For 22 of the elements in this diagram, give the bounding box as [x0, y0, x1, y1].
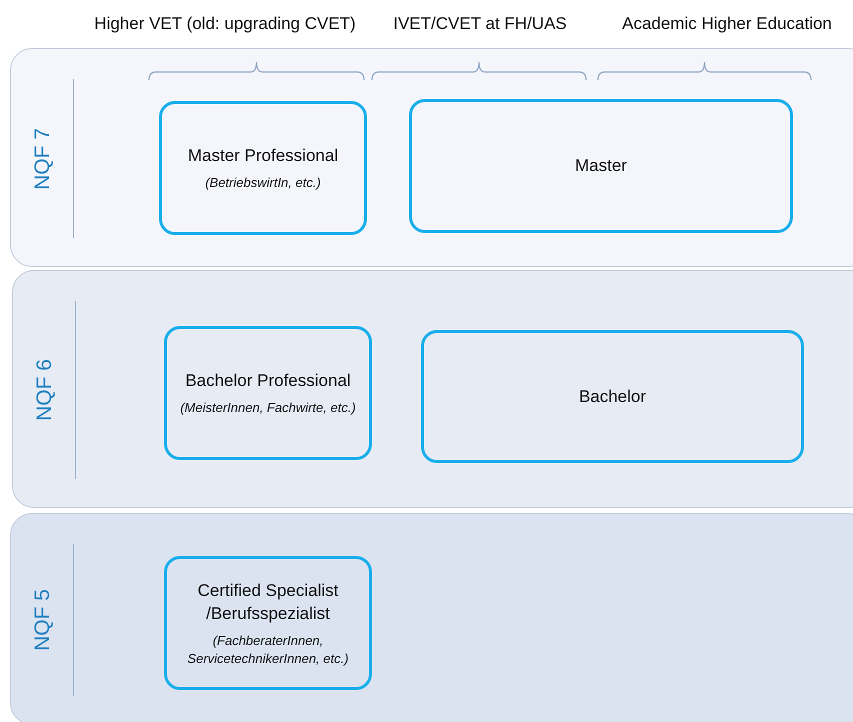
qualification-examples: (MeisterInnen, Fachwirte, etc.)	[180, 399, 356, 417]
qualification-title: Master	[575, 155, 627, 178]
level-band	[10, 513, 853, 722]
qualification-title: Certified Specialist /Berufsspezialist	[196, 580, 340, 626]
qualification-box	[159, 101, 367, 235]
qualification-box	[164, 556, 372, 690]
qualification-box	[421, 330, 804, 463]
level-label: NQF 7	[30, 128, 55, 190]
column-heading: Academic Higher Education	[622, 14, 832, 34]
level-band	[12, 270, 853, 508]
qualification-title: Bachelor Professional	[185, 370, 351, 392]
qualification-box	[164, 326, 372, 460]
column-heading: Higher VET (old: upgrading CVET)	[94, 14, 356, 34]
qualification-title: Bachelor	[578, 386, 646, 408]
qualification-title: Master Professional	[188, 145, 338, 168]
column-heading: IVET/CVET at FH/UAS	[393, 14, 567, 34]
qualification-box	[409, 99, 793, 233]
qualification-examples: (BetriebswirtIn, etc.)	[205, 174, 321, 192]
level-band	[10, 48, 853, 267]
level-label: NQF 6	[32, 359, 57, 421]
qualification-examples: (FachberaterInnen, ServicetechnikerInnen, etc.)	[186, 632, 350, 668]
level-label: NQF 5	[30, 589, 55, 651]
